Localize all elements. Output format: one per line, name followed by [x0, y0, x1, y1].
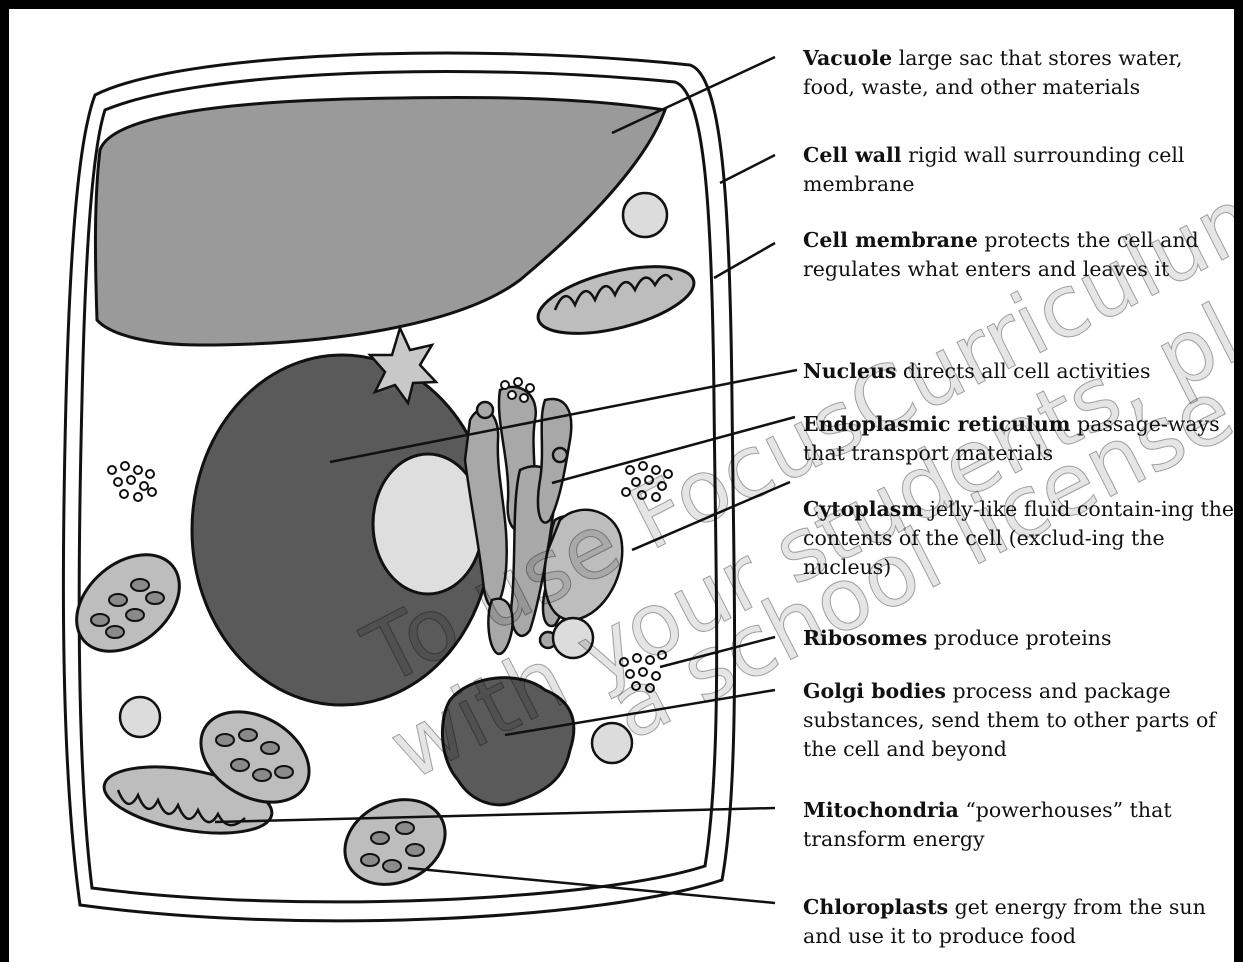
label-cytoplasm: Cytoplasm jelly-like fluid contain-ing t…: [803, 495, 1235, 582]
label-mitochondria: Mitochondria “powerhouses” that transfor…: [803, 796, 1235, 854]
label-vacuole: Vacuole large sac that stores water, foo…: [803, 44, 1235, 102]
label-chloroplasts: Chloroplasts get energy from the sun and…: [803, 893, 1235, 951]
label-endoplasmic-reticulum: Endoplasmic reticulum passage-ways that …: [803, 410, 1235, 468]
label-nucleus: Nucleus directs all cell activities: [803, 357, 1235, 386]
label-golgi-bodies: Golgi bodies process and package substan…: [803, 677, 1235, 764]
label-ribosomes: Ribosomes produce proteins: [803, 624, 1235, 653]
label-cell-wall: Cell wall rigid wall surrounding cell me…: [803, 141, 1235, 199]
label-cell-membrane: Cell membrane protects the cell and regu…: [803, 226, 1235, 284]
